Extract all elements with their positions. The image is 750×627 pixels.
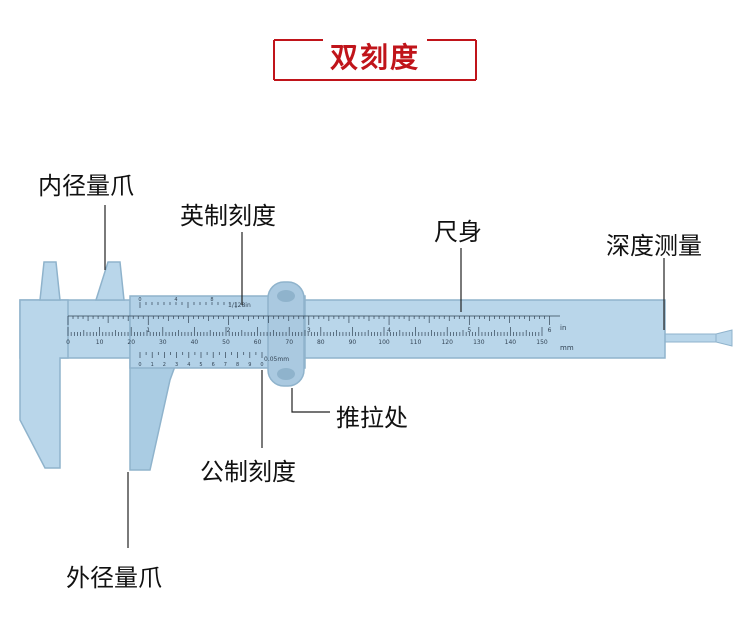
inch-number: 2: [227, 327, 231, 334]
mm-number: 120: [441, 339, 453, 346]
vernier-number: 4: [187, 362, 190, 368]
ruler-body: [19, 299, 666, 359]
vernier-number: 0: [138, 362, 141, 368]
leader-lines: [104, 205, 665, 548]
leader-push-pull: [291, 388, 330, 413]
mm-number: 0: [66, 339, 70, 346]
inch-number: 4: [387, 327, 391, 334]
inch-ticks: [67, 316, 550, 325]
mm-number: 100: [378, 339, 390, 346]
vernier-number: 1: [151, 362, 154, 368]
inch-number: 1: [146, 327, 150, 334]
inch-number: 3: [307, 327, 311, 334]
vernier-ticks: [139, 302, 263, 358]
mm-number: 150: [536, 339, 548, 346]
inch-number: 6: [548, 327, 552, 334]
vernier-top-number: 0: [138, 297, 141, 303]
mm-number: 80: [317, 339, 325, 346]
vernier-number: 8: [236, 362, 239, 368]
mm-number: 50: [222, 339, 230, 346]
vernier-number: 5: [199, 362, 202, 368]
vernier-bottom-numbers: 0 1 2 3 4 5 6 7 8 9 0: [138, 362, 263, 368]
label-metric-scale: 公制刻度: [200, 458, 296, 486]
vernier-number: 7: [224, 362, 227, 368]
inch-number: 5: [467, 327, 471, 334]
label-outer-jaw: 外径量爪: [66, 564, 162, 592]
unit-mm: mm: [560, 344, 574, 352]
mm-number: 70: [285, 339, 293, 346]
fixed-jaw: [19, 261, 69, 469]
mm-number: 90: [349, 339, 357, 346]
mm-number: 20: [127, 339, 135, 346]
inch-numbers: 1 2 3 4 5 6: [146, 327, 551, 334]
mm-number: 30: [159, 339, 167, 346]
vernier-top-number: 4: [174, 297, 177, 303]
vernier-number: 0: [260, 362, 263, 368]
title-frame: 双刻度: [268, 30, 482, 84]
label-inner-jaw: 内径量爪: [38, 172, 134, 200]
label-push-pull: 推拉处: [336, 404, 408, 432]
vernier-top-number: 8: [210, 297, 213, 303]
label-ruler-body: 尺身: [434, 218, 482, 246]
mm-numbers: 0 10 20 30 40 50 60 70 80 90 100 110 120 130 140 150: [66, 339, 548, 346]
mm-number: 10: [96, 339, 104, 346]
label-imperial-scale: 英制刻度: [180, 202, 276, 230]
vernier-number: 9: [248, 362, 251, 368]
vernier-number: 2: [163, 362, 166, 368]
mm-number: 110: [410, 339, 422, 346]
mm-number: 140: [505, 339, 517, 346]
mm-number: 130: [473, 339, 485, 346]
unit-in: in: [560, 324, 566, 332]
vernier-number: 3: [175, 362, 178, 368]
vernier-number: 6: [212, 362, 215, 368]
title-border: [273, 39, 477, 81]
mm-number: 40: [191, 339, 199, 346]
label-depth-measure: 深度测量: [606, 232, 702, 260]
mm-ticks: [67, 327, 543, 336]
mm-number: 60: [254, 339, 262, 346]
page-title: 双刻度: [329, 41, 420, 74]
vernier-unit-label: 0.05mm: [264, 356, 289, 363]
fraction-label: 1/128in: [228, 302, 251, 309]
vernier-top-numbers: 0 4 8: [138, 297, 213, 303]
